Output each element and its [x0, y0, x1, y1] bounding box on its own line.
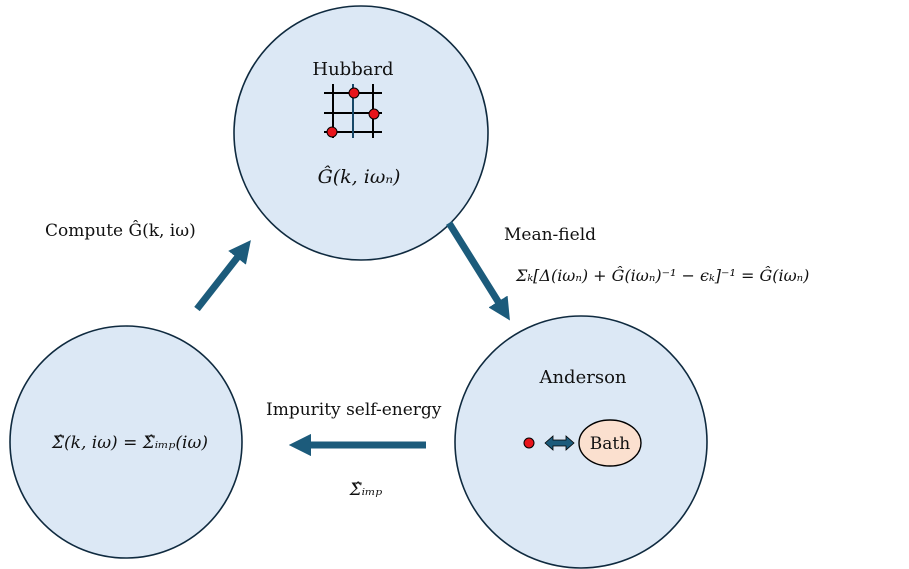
double-arrow-icon: [544, 435, 575, 451]
self-energy-circle: [9, 325, 243, 559]
bath-label: Bath: [590, 434, 630, 454]
mean-field-arrow: [446, 221, 510, 321]
lattice-site-dot: [368, 108, 380, 120]
hubbard-node: Hubbard Ĝ(k, iωₙ): [233, 5, 489, 261]
bath-ellipse: [578, 419, 642, 467]
compute-arrow: [194, 240, 251, 312]
mean-field-equation: Σₖ[Δ(iωₙ) + Ĝ(iωₙ)⁻¹ − ϵₖ]⁻¹ = Ĝ(iωₙ): [515, 265, 809, 285]
hubbard-title: Hubbard: [312, 59, 393, 80]
lattice-site-dot: [348, 87, 360, 99]
lattice-site-dot: [326, 126, 338, 138]
hubbard-green-function: Ĝ(k, iωₙ): [318, 165, 401, 188]
lattice-icon: [324, 84, 382, 138]
self-energy-formula: Σ̂(k, iω) = Σ̂ᵢₘₚ(iω): [51, 433, 208, 453]
impurity-site-dot: [523, 437, 535, 449]
impurity-label: Impurity self-energy: [266, 400, 442, 420]
self-energy-node: Σ̂(k, iω) = Σ̂ᵢₘₚ(iω): [9, 325, 243, 559]
mean-field-label: Mean-field: [504, 225, 596, 245]
impurity-self-energy-formula: Σ̂ᵢₘₚ: [349, 480, 383, 500]
anderson-node: Anderson Bath: [454, 315, 708, 569]
anderson-title: Anderson: [538, 367, 626, 388]
compute-label: Compute Ĝ(k, iω): [45, 220, 196, 241]
